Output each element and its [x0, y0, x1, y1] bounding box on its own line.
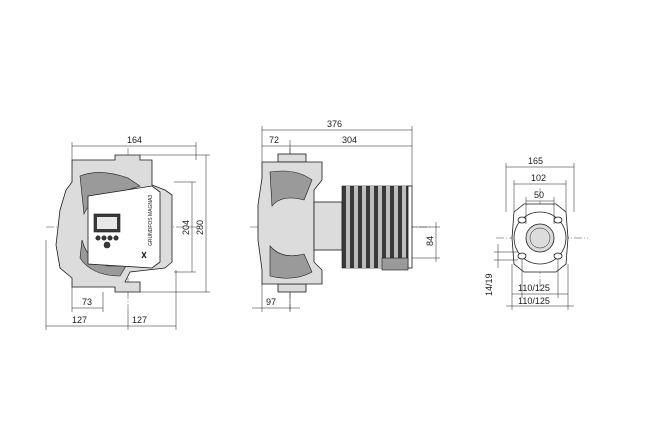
dim-front-half-left: 127: [72, 315, 87, 325]
dim-flange-outer: 165: [528, 156, 543, 166]
dim-side-motor: 304: [342, 135, 357, 145]
side-view: 376 72 304 84 97: [250, 119, 440, 312]
grundfos-logo-icon: [141, 251, 147, 259]
dim-flange-bolt-holes: 14/19: [484, 273, 494, 296]
dim-side-bottom: 97: [266, 297, 276, 307]
dim-side-flange: 72: [269, 135, 279, 145]
dim-front-half-right: 127: [132, 315, 147, 325]
side-motor-cap: [407, 185, 413, 269]
control-buttons: [95, 235, 119, 249]
dim-front-width: 164: [127, 135, 142, 145]
dim-flange-bore: 50: [534, 190, 544, 200]
motor-cooling-fins: [346, 186, 406, 268]
dim-flange-pitch: 102: [531, 173, 546, 183]
nameplate-text: GRUNDFOS MAGNA3: [148, 195, 154, 246]
dim-front-height-outer: 280: [195, 220, 205, 235]
side-flange-top: [277, 153, 307, 163]
dim-flange-bolt-circle-2: 110/125: [518, 296, 550, 306]
front-view: GRUNDFOS MAGNA3 164 204 280 73 127 127: [45, 135, 210, 330]
flange-view: 165 102 50 14/19 110/125 110/125: [484, 156, 588, 310]
side-shaft-housing: [313, 201, 343, 251]
side-flange-bottom: [277, 283, 307, 293]
side-motor: [341, 185, 411, 269]
dim-side-total: 376: [327, 119, 342, 129]
side-terminal-box: [381, 257, 409, 271]
dim-side-motor-height: 84: [425, 236, 435, 246]
flange-bolt-holes: [517, 216, 563, 260]
dim-front-height-inner: 204: [181, 220, 191, 235]
dim-front-offset: 73: [82, 297, 92, 307]
dim-flange-bolt-circle-1: 110/125: [518, 283, 550, 293]
